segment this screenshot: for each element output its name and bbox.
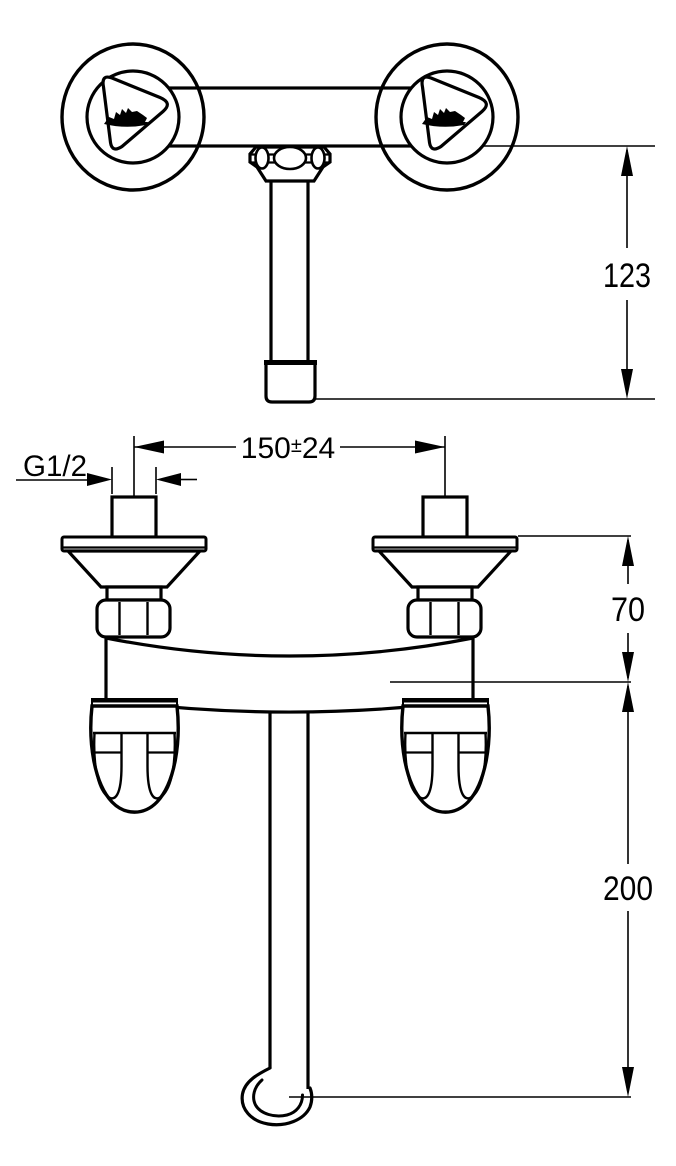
front-view: 150±24 G1/2 <box>16 432 653 1127</box>
dimension-arrowhead <box>622 652 634 682</box>
dimension-123: 123 <box>603 146 651 399</box>
spout-outlet <box>240 1066 314 1127</box>
dimension-150-24: 150±24 <box>134 432 445 465</box>
hole-spacing-dimension: 150±24 <box>241 432 335 465</box>
thread-size-label: G1/2 <box>23 450 87 483</box>
left-handle <box>89 698 180 814</box>
spout-connector-nut <box>248 145 332 183</box>
right-handle <box>400 698 491 814</box>
dimension-arrowhead <box>621 369 633 399</box>
dimension-arrowhead <box>156 473 181 486</box>
body-depth-dimension: 70 <box>611 591 645 629</box>
left-escutcheon <box>60 535 208 602</box>
dimension-arrowhead <box>622 1067 634 1097</box>
spout-pipe <box>268 705 310 1089</box>
spout-drop-dimension: 200 <box>603 870 653 908</box>
dimension-arrowhead <box>87 473 112 486</box>
dimension-arrowhead <box>415 440 445 454</box>
right-escutcheon <box>371 535 519 602</box>
left-hex-nut <box>95 598 172 639</box>
spout-tube-top <box>264 181 317 404</box>
dimension-200: 200 <box>603 682 653 1097</box>
right-hex-nut <box>406 598 483 639</box>
dimension-70: 70 <box>518 535 645 682</box>
right-inlet-nipple <box>421 495 469 539</box>
left-inlet-nipple <box>110 495 158 539</box>
aerator-tip <box>264 360 317 404</box>
top-view: 123 <box>60 42 655 404</box>
spout-projection-dimension: 123 <box>603 257 651 295</box>
thread-callout-g12: G1/2 <box>16 450 197 494</box>
